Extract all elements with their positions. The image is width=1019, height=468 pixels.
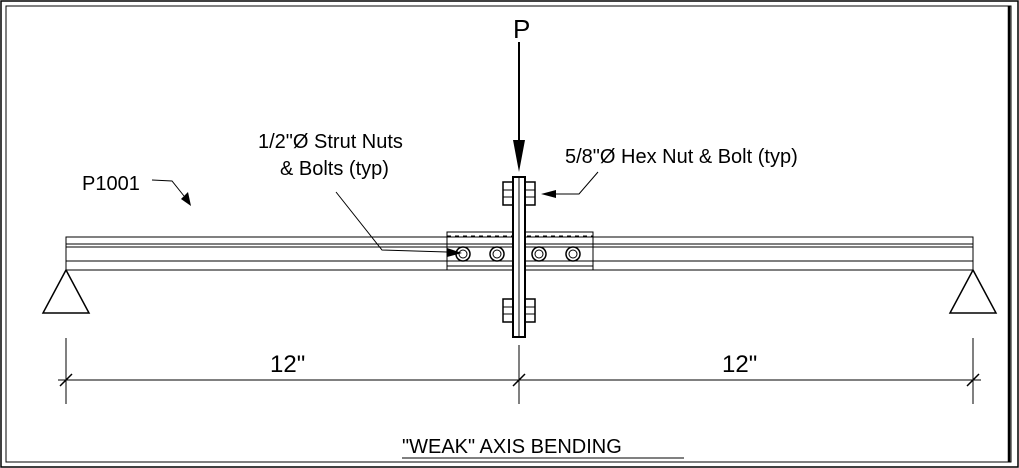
hex-bolt-top — [502, 181, 536, 206]
strut-nut — [565, 246, 581, 262]
channel-label: P1001 — [82, 173, 140, 195]
load-label: P — [513, 14, 530, 44]
strut-nuts-label-line1: 1/2"Ø Strut Nuts — [258, 131, 403, 153]
hex-bolt-bottom — [502, 298, 536, 323]
span-left-label: 12" — [270, 351, 305, 378]
hex-bolt-label: 5/8"Ø Hex Nut & Bolt (typ) — [565, 146, 798, 168]
strut-nut — [531, 246, 547, 262]
strut-nut — [489, 246, 505, 262]
channel-leader — [151, 179, 191, 206]
strut-nuts-label-line2: & Bolts (typ) — [280, 158, 389, 180]
span-dimension — [58, 338, 981, 404]
strut-nuts-leader — [335, 191, 462, 257]
hex-bolt-leader — [541, 171, 599, 198]
span-right-label: 12" — [722, 351, 757, 378]
diagram-title: "WEAK" AXIS BENDING — [402, 436, 622, 458]
load-arrow — [513, 42, 525, 172]
left-support — [41, 268, 91, 314]
right-support — [948, 268, 998, 314]
vertical-load-plate — [512, 176, 526, 338]
